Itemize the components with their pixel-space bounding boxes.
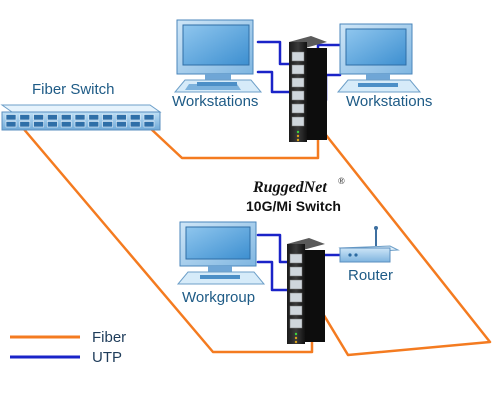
legend-utp-label: UTP xyxy=(92,349,122,366)
status-led xyxy=(294,336,298,340)
rj45-port xyxy=(289,305,303,316)
desktop-computer-icon xyxy=(336,23,422,93)
switch-ports-bottom xyxy=(289,253,303,344)
workstations-left-label: Workstations xyxy=(172,93,258,110)
switch-ports-top xyxy=(291,51,305,142)
rj45-port xyxy=(291,90,305,101)
status-led xyxy=(296,138,300,142)
router-label: Router xyxy=(348,267,393,284)
rj45-port xyxy=(291,64,305,75)
fiber-port xyxy=(60,114,72,128)
fiber-port xyxy=(116,114,127,128)
fiber-port xyxy=(74,114,86,128)
fiber-link-switch-to-top xyxy=(148,126,320,160)
rj45-port xyxy=(291,51,305,62)
fiber-port xyxy=(143,114,155,128)
rj45-port xyxy=(291,77,305,88)
fiber-link-switch-to-bottom xyxy=(20,125,314,354)
fiber-port xyxy=(5,114,17,128)
fiber-port xyxy=(47,114,58,128)
fiber-switch-ports xyxy=(5,114,155,128)
fiber-port xyxy=(129,114,141,128)
workstations-right-label: Workstations xyxy=(346,93,432,110)
brand-registered-mark: ® xyxy=(338,176,345,186)
desktop-computer-icon xyxy=(173,19,263,93)
status-led xyxy=(296,134,300,138)
rj45-port xyxy=(289,253,303,264)
rj45-port xyxy=(289,318,303,329)
rj45-port xyxy=(291,116,305,127)
brand-label: RuggedNet xyxy=(252,179,327,196)
industrial-switch-icon xyxy=(289,36,327,142)
fiber-switch-label: Fiber Switch xyxy=(32,81,115,98)
utp-link-workgroup-bottom xyxy=(256,260,302,292)
status-led xyxy=(294,340,298,344)
router-icon xyxy=(338,226,400,263)
fiber-link-top-to-bottom xyxy=(320,128,492,357)
fiber-port xyxy=(88,114,100,128)
fiber-switch-device xyxy=(0,104,162,131)
fiber-port xyxy=(102,114,113,128)
fiber-port xyxy=(33,114,44,128)
workgroup-label: Workgroup xyxy=(182,289,255,306)
desktop-computer-icon xyxy=(176,221,266,285)
utp-link-right-workstation-bottom xyxy=(324,73,342,102)
industrial-switch-icon xyxy=(287,238,325,344)
model-label: 10G/Mi Switch xyxy=(246,198,341,214)
legend-fiber-label: Fiber xyxy=(92,329,126,346)
legend: Fiber UTP xyxy=(10,329,126,366)
status-led xyxy=(294,332,298,336)
status-led xyxy=(296,130,300,134)
rj45-port xyxy=(289,292,303,303)
rj45-port xyxy=(291,103,305,114)
fiber-port xyxy=(19,114,31,128)
rj45-port xyxy=(289,279,303,290)
rj45-port xyxy=(289,266,303,277)
